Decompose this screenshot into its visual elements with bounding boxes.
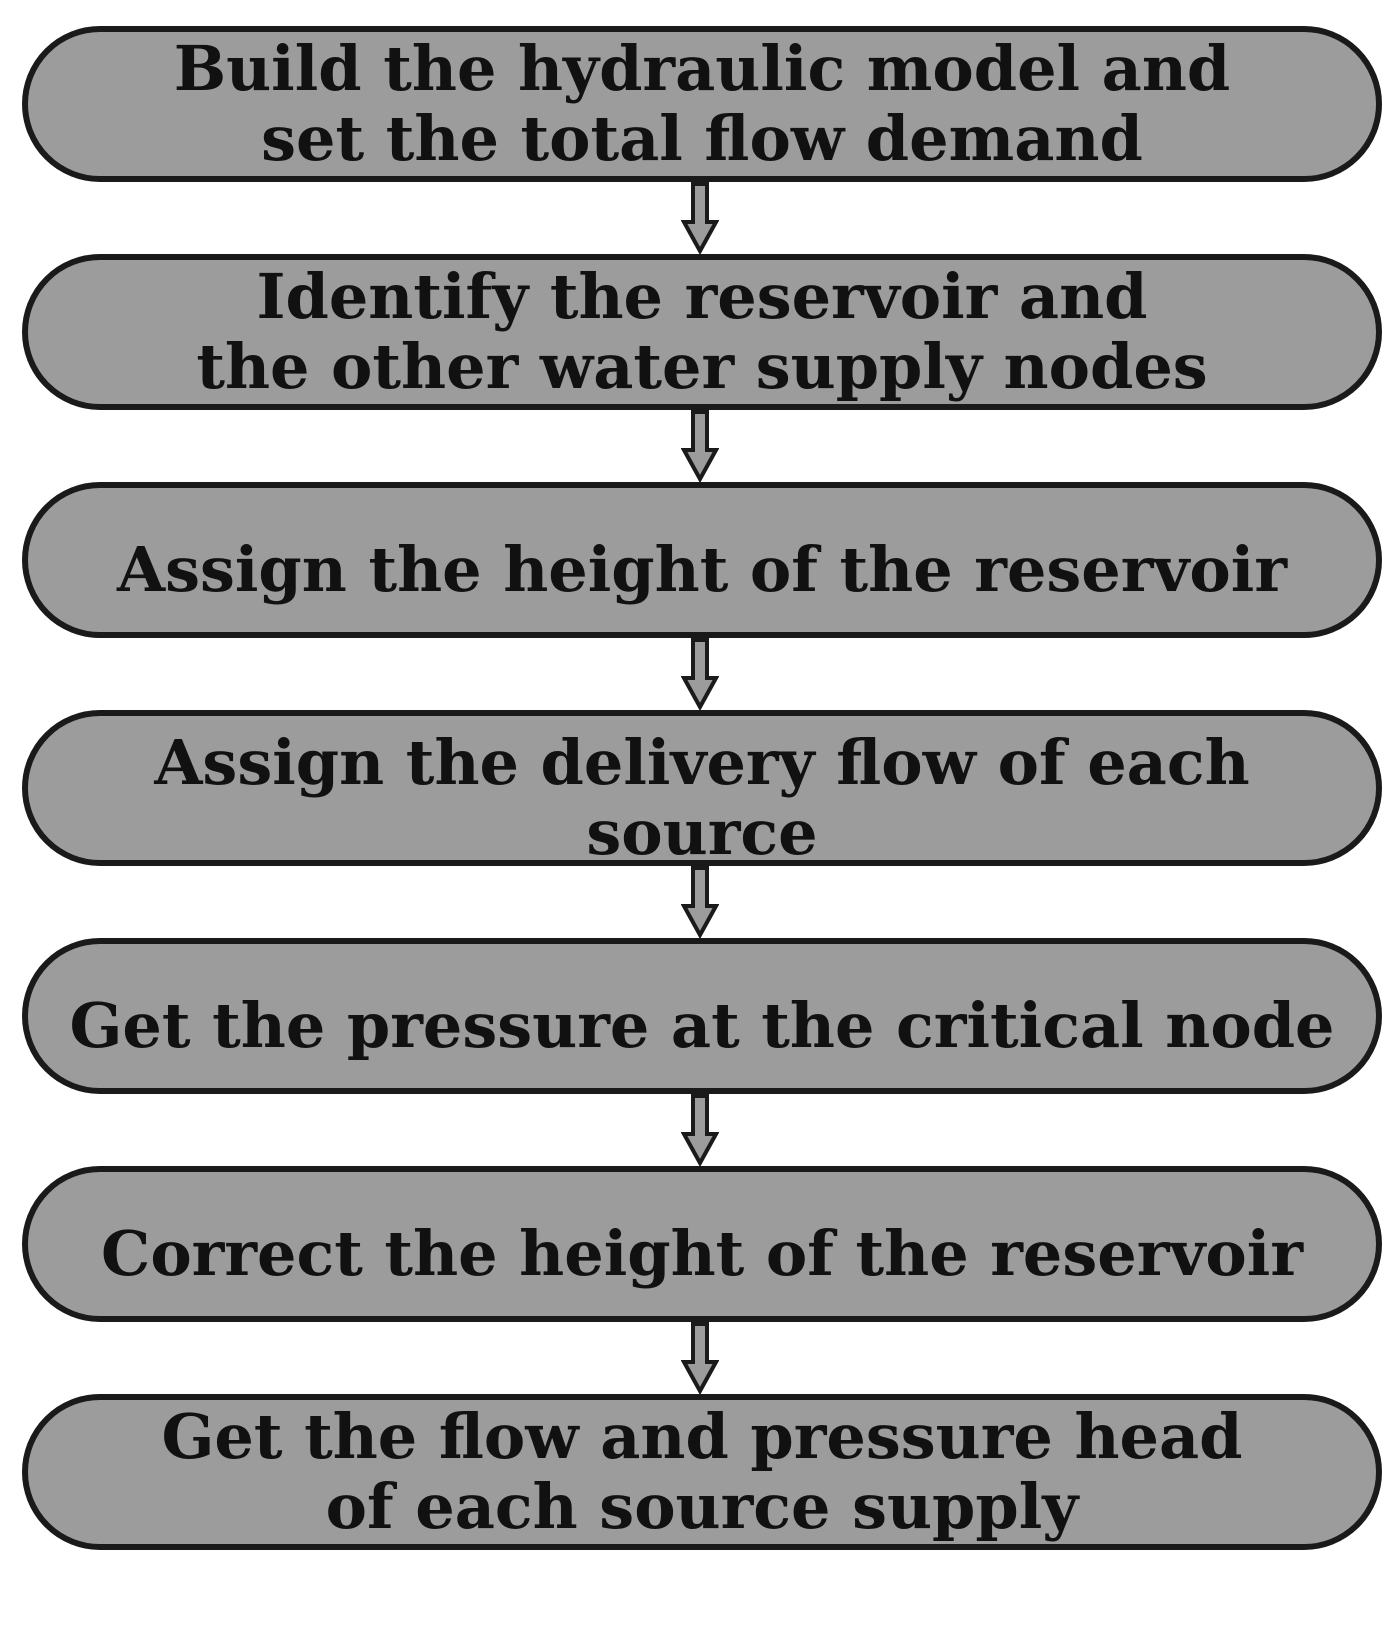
step-7-box: Get the flow and pressure head of each s… bbox=[22, 1394, 1382, 1550]
arrow-down-icon bbox=[681, 638, 719, 710]
step-7-label: Get the flow and pressure head of each s… bbox=[161, 1400, 1243, 1543]
step-6-box: Correct the height of the reservoir bbox=[22, 1166, 1382, 1322]
step-4-box: Assign the delivery flow of each source bbox=[22, 710, 1382, 869]
arrow-down-icon bbox=[681, 182, 719, 254]
step-2-box: Identify the reservoir and the other wat… bbox=[22, 254, 1382, 410]
step-1-label: Build the hydraulic model and set the to… bbox=[173, 32, 1231, 175]
step-4-label: Assign the delivery flow of each source bbox=[154, 726, 1250, 869]
arrow-down-icon bbox=[681, 866, 719, 938]
step-3-label: Assign the height of the reservoir bbox=[116, 533, 1288, 606]
step-5-box: Get the pressure at the critical node bbox=[22, 938, 1382, 1094]
step-6-label: Correct the height of the reservoir bbox=[100, 1217, 1303, 1290]
step-5-label: Get the pressure at the critical node bbox=[69, 989, 1335, 1062]
arrow-down-icon bbox=[681, 1094, 719, 1166]
step-3-box: Assign the height of the reservoir bbox=[22, 482, 1382, 638]
arrow-down-icon bbox=[681, 1322, 719, 1394]
step-2-label: Identify the reservoir and the other wat… bbox=[196, 260, 1208, 403]
arrow-down-icon bbox=[681, 410, 719, 482]
step-1-box: Build the hydraulic model and set the to… bbox=[22, 26, 1382, 182]
